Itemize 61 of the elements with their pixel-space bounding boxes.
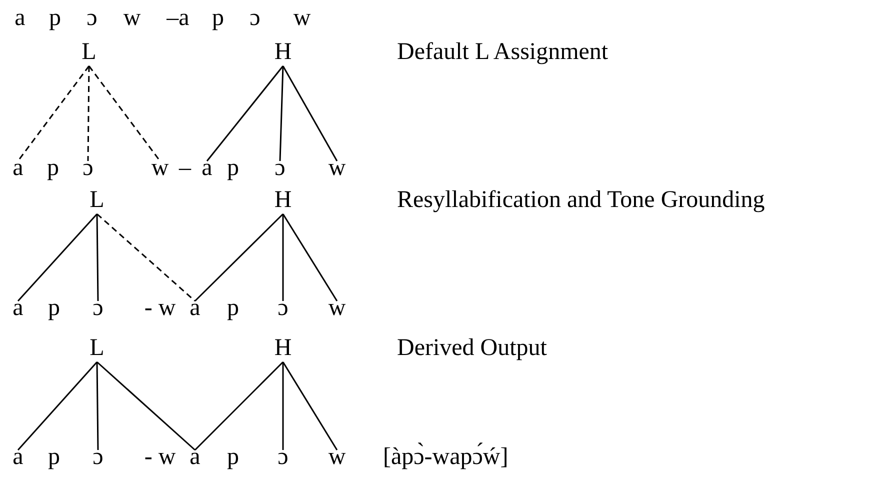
association-line <box>96 214 99 301</box>
segment-letter: w <box>151 156 169 180</box>
tone-letter: H <box>274 188 292 212</box>
segment-letter: a <box>202 156 212 180</box>
association-line <box>194 213 284 302</box>
association-line <box>96 362 99 450</box>
segment-letter: –a <box>166 6 190 30</box>
association-line <box>96 213 196 302</box>
association-line <box>282 214 284 301</box>
association-line <box>279 66 284 162</box>
tone-letter: H <box>274 40 292 64</box>
segment-letter: ɔ <box>278 296 288 320</box>
segment-letter: p <box>212 6 224 30</box>
segment-letter: - w <box>144 445 176 469</box>
association-line <box>206 66 284 162</box>
segment-letter: p <box>49 6 61 30</box>
segment-letter: a <box>190 445 200 469</box>
segment-letter: ɔ <box>92 445 104 469</box>
association-line <box>282 362 338 450</box>
segment-letter: a <box>12 296 24 320</box>
segment-letter: p <box>48 445 60 469</box>
segment-letter: w <box>328 296 346 320</box>
step-label: Default L Assignment <box>397 40 608 64</box>
segment-letter: a <box>190 296 200 320</box>
tone-letter: H <box>274 336 292 360</box>
transcription: [àpɔ̀-wapɔ́ẃ] <box>383 445 508 469</box>
association-line <box>282 66 338 162</box>
segment-letter: a <box>12 156 24 180</box>
segment-letter: ɔ <box>92 296 104 320</box>
segment-letter: ɔ <box>82 156 94 180</box>
tone-letter: L <box>82 40 96 64</box>
segment-letter: p <box>227 296 239 320</box>
tone-letter: L <box>90 336 104 360</box>
association-line <box>282 362 284 450</box>
association-line <box>282 214 338 302</box>
segment-letter: w <box>123 6 141 30</box>
segment-letter: w <box>328 156 346 180</box>
step-label: Derived Output <box>397 336 547 360</box>
segment-letter: p <box>47 156 59 180</box>
segment-letter: w <box>328 445 346 469</box>
segment-letter: – <box>179 156 191 180</box>
tone-letter: L <box>90 188 104 212</box>
segment-letter: a <box>12 445 24 469</box>
association-line <box>88 66 161 162</box>
association-line <box>17 214 98 302</box>
segment-letter: ɔ <box>250 6 260 30</box>
segment-letter: a <box>14 6 26 30</box>
segment-letter: p <box>48 296 60 320</box>
segment-letter: ɔ <box>278 445 288 469</box>
association-line <box>194 361 284 451</box>
association-line <box>17 362 98 450</box>
association-line <box>17 66 90 162</box>
association-line <box>87 66 90 161</box>
segment-letter: p <box>227 156 239 180</box>
association-line <box>96 361 196 451</box>
step-label: Resyllabification and Tone Grounding <box>397 188 765 212</box>
segment-letter: w <box>293 6 311 30</box>
segment-letter: ɔ <box>274 156 286 180</box>
segment-letter: p <box>227 445 239 469</box>
segment-letter: ɔ <box>86 6 98 30</box>
segment-letter: - w <box>144 296 176 320</box>
